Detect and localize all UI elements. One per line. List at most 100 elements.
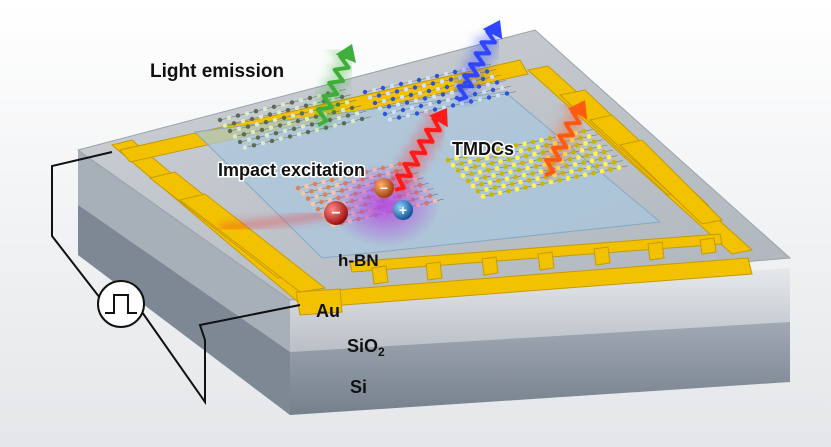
lattice-atom (291, 126, 297, 131)
lattice-atom (454, 155, 459, 161)
label-light-emission: Light emission (150, 61, 284, 82)
electron: − (324, 201, 348, 225)
lattice-atom (431, 94, 437, 99)
circuit (51, 151, 301, 406)
lattice-atom (530, 139, 536, 145)
lattice-atom (303, 103, 309, 108)
gold-electrodes (110, 59, 754, 316)
lattice-atom (367, 95, 373, 100)
lattice-atom (547, 136, 553, 141)
lattice-atom (295, 118, 301, 124)
lattice-atom (496, 146, 502, 152)
label-tmdcs: TMDCs (452, 139, 514, 159)
lattice-atom (586, 165, 591, 171)
lattice-atom (493, 153, 498, 159)
lattice-atom (564, 163, 569, 169)
wire-left (51, 151, 113, 299)
lattice-atom (436, 99, 442, 105)
lattice-atom (417, 90, 423, 96)
lattice-atom (504, 91, 510, 96)
lattice-atom (513, 174, 518, 180)
lattice-atom (298, 98, 304, 103)
lattice-atom (591, 139, 597, 145)
lattice-atom (490, 87, 496, 93)
lattice-atom (577, 167, 583, 173)
lattice-atom (520, 160, 525, 166)
sio2-layer (78, 150, 790, 352)
lattice-atom (535, 144, 541, 150)
lattice-atom (498, 159, 503, 164)
lattice-atom (514, 186, 520, 192)
photon-arrowhead (567, 100, 588, 120)
lattice-atom (231, 121, 237, 126)
lattice-atom (503, 164, 508, 170)
lattice-atom (533, 164, 539, 169)
lattice-atom (608, 167, 613, 172)
lattice-atom (469, 171, 474, 177)
lattice-atom (377, 106, 383, 111)
lattice-atom (312, 101, 318, 106)
lattice-atom (430, 81, 436, 86)
lattice-atom (581, 160, 586, 166)
lattice-atom (611, 160, 617, 165)
lattice-atom (504, 176, 510, 182)
lattice-atom (441, 105, 447, 110)
lattice-atom (470, 183, 476, 189)
lattice-atom (335, 102, 341, 107)
lattice-atom (304, 116, 310, 122)
lattice-atom (574, 174, 579, 180)
lattice-atom (226, 115, 232, 121)
lattice-atom (510, 150, 515, 156)
lattice-atom (449, 90, 455, 95)
lattice-atom (603, 161, 608, 167)
lattice-atom (460, 173, 466, 179)
lattice-atom (526, 178, 532, 183)
lattice-atom (515, 155, 520, 161)
electron-trail (219, 209, 331, 233)
lattice-atom (576, 155, 581, 160)
lattice-atom (241, 132, 247, 137)
lattice-atom (448, 77, 454, 82)
lattice-atom (314, 127, 320, 133)
lattice-atom (386, 104, 392, 109)
lattice-atom (482, 174, 488, 180)
lattice-atom (260, 140, 266, 146)
lattice-atom (427, 101, 433, 107)
lattice-atom (445, 157, 451, 163)
lattice-atom (497, 190, 503, 196)
label-impact-excitation: Impact excitation (218, 160, 365, 180)
lattice-atom (253, 109, 259, 114)
lattice-atom (501, 152, 507, 157)
lattice-atom (616, 165, 622, 171)
lattice-atom (583, 141, 588, 146)
lattice-atom (540, 181, 545, 187)
lattice-atom (326, 185, 331, 190)
lattice-atom (606, 154, 612, 160)
lattice-atom (484, 69, 490, 74)
lattice-atom (489, 74, 495, 80)
lattice-atom (240, 118, 246, 124)
lattice-atom (584, 153, 590, 159)
lattice-atom (258, 114, 264, 119)
lattice-atom (259, 127, 265, 133)
photon-wave (544, 109, 582, 177)
photon-wave (456, 29, 497, 102)
lattice-atom (548, 179, 554, 185)
lattice-atom (237, 139, 243, 145)
lattice-atom (280, 102, 286, 107)
lattice-atom (244, 111, 250, 116)
lattice-atom (474, 176, 479, 182)
lattice-atom (525, 165, 530, 171)
lattice-atom (586, 134, 592, 139)
lattice-atom (501, 183, 506, 189)
lattice-atom (531, 183, 537, 189)
lattice-atom (289, 100, 295, 105)
lattice-atom (396, 115, 402, 120)
lattice-atom (426, 88, 432, 94)
lattice-atom (251, 143, 257, 148)
lattice-atom (486, 95, 492, 100)
lattice-atom (317, 187, 323, 192)
lattice-atom (300, 191, 306, 196)
lattice-atom (530, 171, 535, 176)
lattice-atom (268, 125, 274, 130)
